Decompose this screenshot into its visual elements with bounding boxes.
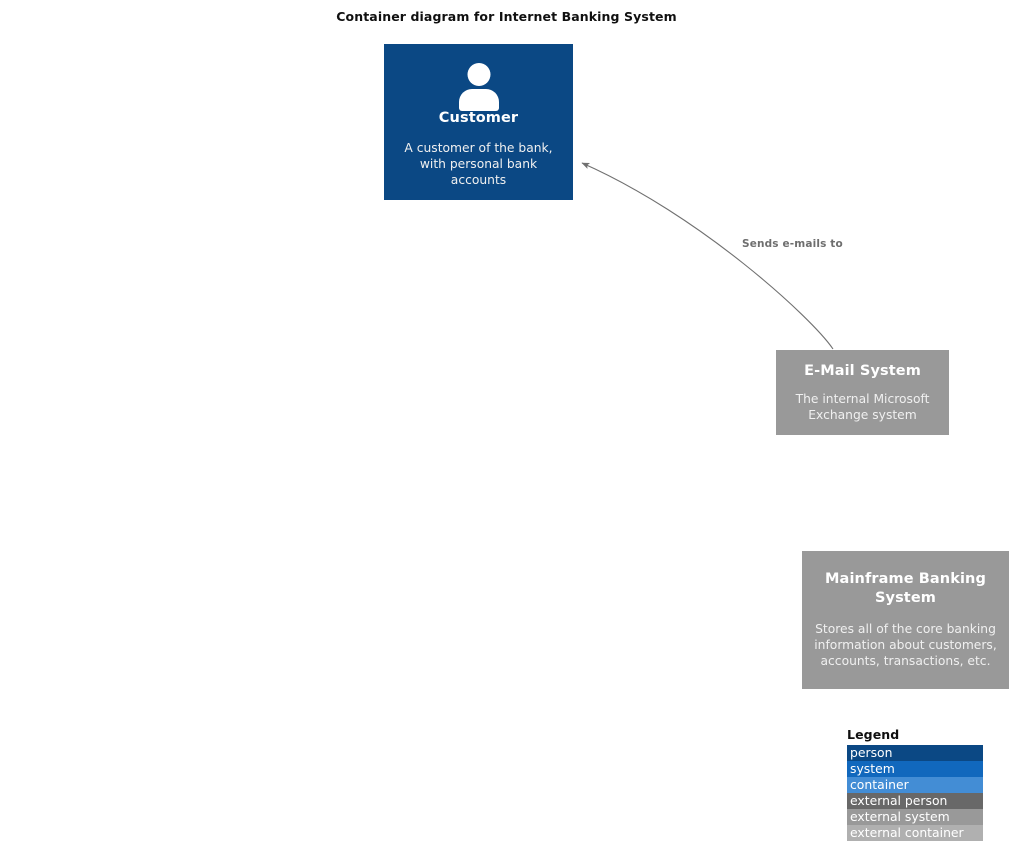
legend-item-external-container: external container <box>847 825 983 841</box>
legend-item-system: system <box>847 761 983 777</box>
person-icon-head <box>467 63 490 87</box>
legend-title: Legend <box>847 727 900 742</box>
node-customer[interactable]: Customer A customer of the bank, with pe… <box>384 44 573 200</box>
legend-item-container: container <box>847 777 983 793</box>
edge-label-sends-emails-to: Sends e-mails to <box>742 238 843 250</box>
person-icon-body <box>458 89 499 112</box>
node-mainframe-banking-system-name: Mainframe Banking System <box>825 571 986 607</box>
edge-sends-emails-to <box>581 162 834 350</box>
person-icon <box>456 63 502 112</box>
node-mainframe-banking-system[interactable]: Mainframe Banking System Stores all of t… <box>802 551 1009 689</box>
legend-item-person: person <box>847 745 983 761</box>
legend-item-external-system: external system <box>847 809 983 825</box>
node-customer-name: Customer <box>438 110 519 127</box>
node-email-system-description: The internal Microsoft Exchange system <box>795 391 930 423</box>
node-mainframe-banking-system-description: Stores all of the core banking informati… <box>814 621 997 669</box>
node-email-system-name: E-Mail System <box>804 362 921 379</box>
legend-item-external-person: external person <box>847 793 983 809</box>
node-email-system[interactable]: E-Mail System The internal Microsoft Exc… <box>776 350 949 435</box>
node-customer-description: A customer of the bank, with personal ba… <box>404 140 553 188</box>
page-title: Container diagram for Internet Banking S… <box>336 9 677 24</box>
